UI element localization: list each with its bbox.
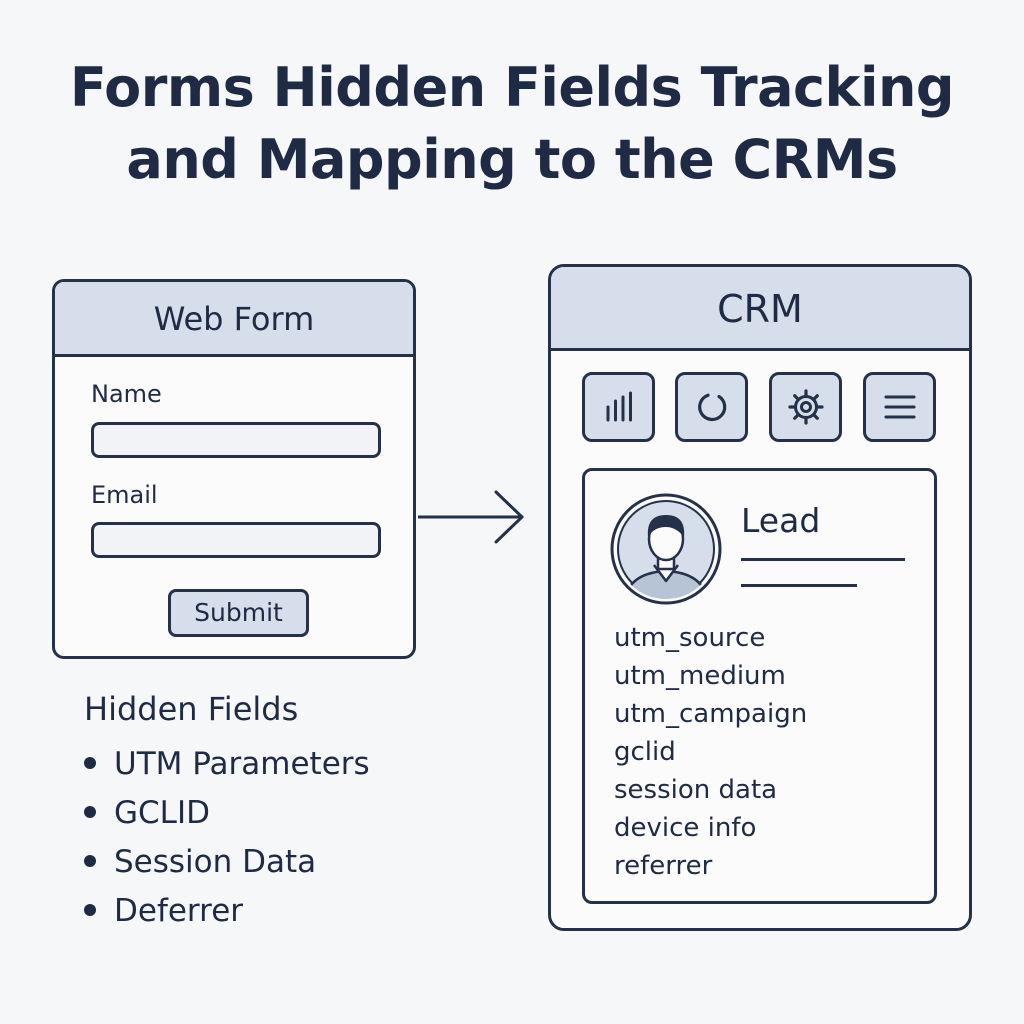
crm-card: CRM	[548, 264, 972, 931]
lead-field: utm_source	[614, 623, 766, 653]
refresh-icon	[697, 393, 726, 422]
menu-icon	[884, 395, 915, 419]
web-form-card: Web Form Name Email Submit	[52, 279, 416, 659]
lead-detail-line	[741, 584, 857, 587]
bullet-icon	[84, 903, 96, 916]
lead-detail-line	[741, 558, 905, 561]
lead-field: gclid	[614, 737, 676, 767]
arrow-right-icon	[418, 490, 524, 544]
menu-button[interactable]	[863, 372, 936, 442]
lead-field: session data	[614, 775, 778, 805]
list-item: UTM Parameters	[84, 740, 370, 789]
web-form-header: Web Form	[55, 282, 413, 357]
gear-icon	[787, 389, 824, 425]
list-item: Session Data	[84, 838, 370, 887]
bullet-icon	[84, 854, 96, 867]
person-avatar-icon	[610, 493, 722, 605]
title-line-1: Forms Hidden Fields Tracking	[69, 56, 955, 119]
submit-button[interactable]: Submit	[168, 589, 309, 637]
lead-field: referrer	[614, 851, 713, 881]
lead-panel: Lead utm_source utm_medium utm_campaign …	[582, 468, 937, 904]
hidden-fields-title: Hidden Fields	[84, 690, 299, 728]
lead-field: utm_medium	[614, 661, 786, 691]
lead-label: Lead	[741, 501, 821, 540]
list-item: GCLID	[84, 789, 370, 838]
bullet-icon	[84, 756, 96, 769]
lead-field: device info	[614, 813, 757, 843]
crm-header: CRM	[551, 267, 969, 351]
title-line-2: and Mapping to the CRMs	[126, 128, 898, 191]
page-title: Forms Hidden Fields Tracking and Mapping…	[0, 52, 1024, 196]
settings-button[interactable]	[769, 372, 842, 442]
lead-fields-list: utm_source utm_medium utm_campaign gclid…	[614, 619, 807, 885]
email-label: Email	[91, 481, 158, 509]
email-field[interactable]	[91, 522, 381, 558]
name-label: Name	[91, 380, 162, 408]
bar-chart-button[interactable]	[582, 372, 655, 442]
bullet-icon	[84, 805, 96, 818]
lead-field: utm_campaign	[614, 699, 808, 729]
list-item: Deferrer	[84, 887, 370, 936]
bar-chart-icon	[606, 391, 632, 422]
hidden-fields-list: UTM Parameters GCLID Session Data Deferr…	[84, 740, 370, 936]
name-field[interactable]	[91, 422, 381, 458]
refresh-button[interactable]	[675, 372, 748, 442]
